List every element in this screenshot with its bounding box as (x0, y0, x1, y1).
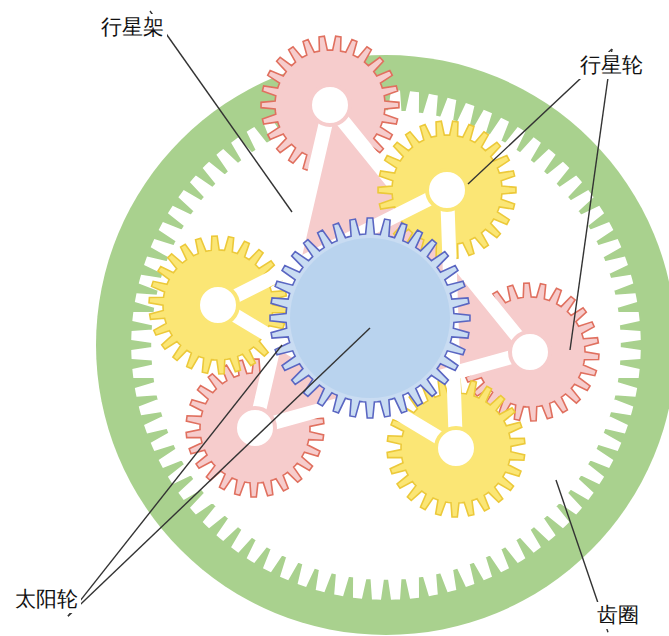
leader-line (68, 345, 282, 616)
leader-line (570, 49, 612, 350)
planet-bore (310, 85, 350, 125)
part-label: 太阳轮 (12, 586, 81, 613)
planet-bore (510, 332, 550, 372)
planet-bore (427, 170, 467, 210)
leader-line (68, 328, 370, 616)
sun-gear-body (290, 238, 450, 398)
part-label: 齿圈 (594, 602, 642, 629)
part-label: 行星轮 (577, 52, 646, 79)
part-label: 行星架 (98, 14, 167, 41)
planet-bore (436, 428, 476, 468)
ring-gear-body (96, 55, 669, 635)
planet-bore (235, 408, 275, 448)
leader-line (150, 11, 292, 212)
ring-gear-teeth (132, 91, 640, 599)
planet-bore (198, 285, 238, 325)
planet-gear (149, 236, 287, 374)
sun-gear (270, 218, 470, 418)
